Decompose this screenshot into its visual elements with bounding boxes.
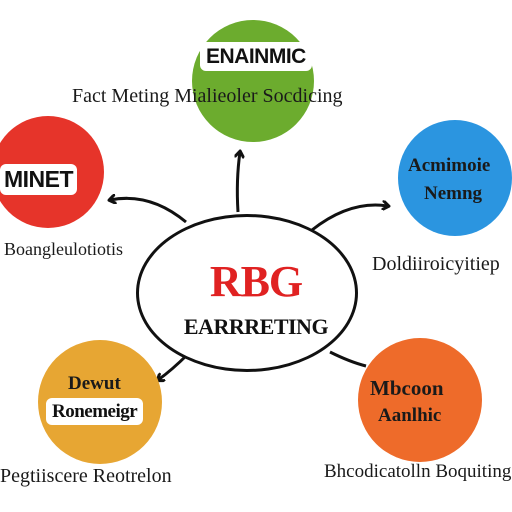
arrow-to-right	[311, 205, 388, 232]
node-top-caption: Fact Meting Mialieoler Socdicing	[72, 85, 343, 107]
node-bottom-left-circle-text-2: Ronemeigr	[46, 398, 144, 425]
node-bottom-right-circle-text-2: Aanlhic	[378, 405, 442, 426]
node-bottom-right-circle	[358, 338, 482, 462]
arrow-to-left	[110, 198, 187, 224]
node-right-caption: Doldiiroicyitiep	[372, 253, 500, 275]
node-bottom-right-caption: Bhcodicatolln Boquiting	[324, 461, 512, 482]
node-right-circle-text-2: Nemng	[424, 183, 483, 204]
node-bottom-right-circle-text-1: Mbcoon	[370, 376, 444, 400]
node-top-circle-text: ENAINMIC	[200, 42, 312, 71]
node-bottom-left-circle-text-1: Dewut	[68, 373, 121, 394]
arrow-to-bottom-right	[329, 350, 367, 368]
center-title: RBG	[209, 257, 303, 306]
node-left-caption: Boangleulotiotis	[4, 239, 123, 259]
arrow-to-top	[237, 152, 240, 213]
node-left-circle-text: MINET	[0, 164, 78, 195]
center-subtitle: EARRRETING	[183, 314, 329, 339]
node-right-circle-text-1: Acmimoie	[408, 155, 491, 176]
node-top-circle	[192, 20, 314, 142]
node-bottom-left-caption: Pegtiiscere Reotrelon	[0, 465, 172, 487]
center-ellipse	[136, 214, 358, 372]
node-right-circle	[398, 120, 512, 236]
